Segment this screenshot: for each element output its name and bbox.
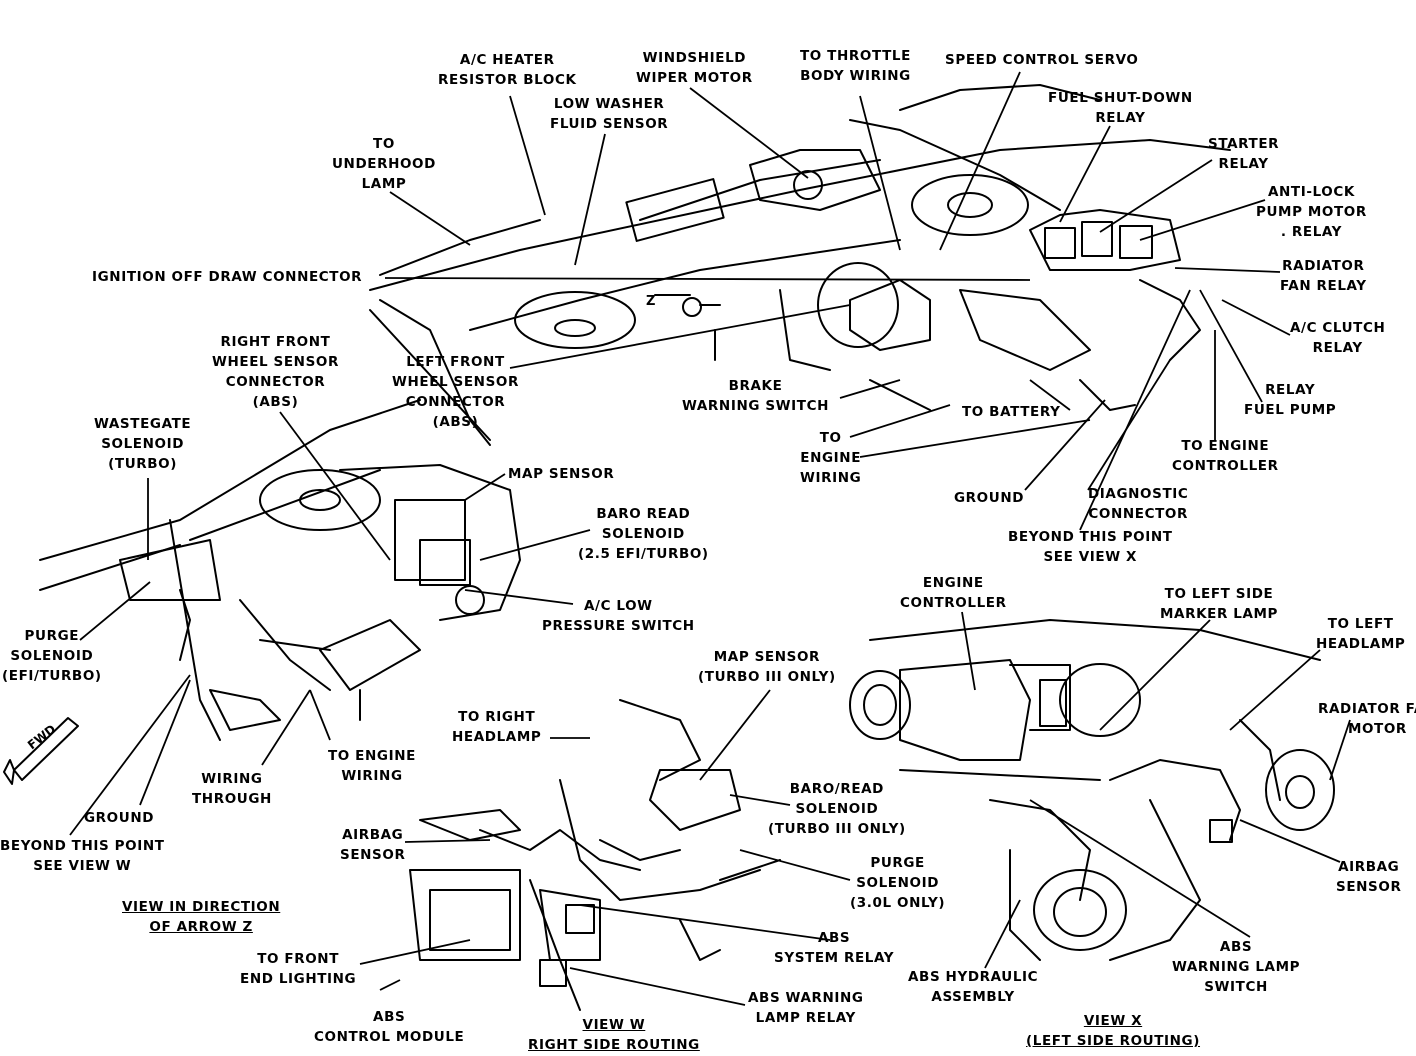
label-engine-controller: ENGINE CONTROLLER	[900, 575, 1007, 611]
label-left-front-wheel-sensor-connector: LEFT FRONT WHEEL SENSOR CONNECTOR (ABS)	[392, 354, 519, 430]
label-ignition-off-draw-connector: IGNITION OFF DRAW CONNECTOR	[92, 269, 363, 285]
label-to-front-end-lighting: TO FRONT END LIGHTING	[240, 951, 357, 987]
label-view-x: VIEW X (LEFT SIDE ROUTING)	[1026, 1013, 1201, 1049]
label-abs-control-module: ABS CONTROL MODULE	[314, 1009, 465, 1045]
label-wiring-through: WIRING THROUGH	[192, 771, 272, 807]
label-to-engine-controller: TO ENGINE CONTROLLER	[1172, 438, 1279, 474]
label-baro-read-solenoid: BARO READ SOLENOID (2.5 EFI/TURBO)	[578, 506, 709, 562]
label-ac-clutch-relay: A/C CLUTCH RELAY	[1290, 320, 1386, 356]
label-to-left-side-marker-lamp: TO LEFT SIDE MARKER LAMP	[1160, 586, 1279, 622]
label-starter-relay: STARTER RELAY	[1208, 136, 1280, 172]
label-airbag-sensor-x: AIRBAG SENSOR	[1336, 859, 1402, 895]
label-abs-warning-lamp-relay: ABS WARNING LAMP RELAY	[748, 990, 864, 1026]
arrow-z-marker: Z	[646, 294, 656, 309]
label-ground-top: GROUND	[954, 490, 1025, 506]
label-to-right-headlamp: TO RIGHT HEADLAMP	[452, 709, 542, 745]
label-baro-read-solenoid-turbo3: BARO/READ SOLENOID (TURBO III ONLY)	[768, 781, 906, 837]
label-to-throttle-body-wiring: TO THROTTLE BODY WIRING	[800, 48, 911, 84]
label-purge-solenoid-efi: PURGE SOLENOID (EFI/TURBO)	[2, 628, 102, 684]
label-low-washer-fluid-sensor: LOW WASHER FLUID SENSOR	[550, 96, 669, 132]
label-wastegate-solenoid: WASTEGATE SOLENOID (TURBO)	[94, 416, 192, 472]
label-brake-warning-switch: BRAKE WARNING SWITCH	[682, 378, 829, 414]
label-to-engine-wiring-top: TO ENGINE WIRING	[800, 430, 862, 486]
label-ac-heater-resistor-block: A/C HEATER RESISTOR BLOCK	[438, 52, 577, 88]
label-windshield-wiper-motor: WINDSHIELD WIPER MOTOR	[636, 50, 753, 86]
label-abs-hydraulic-assembly: ABS HYDRAULIC ASSEMBLY	[908, 969, 1039, 1005]
label-beyond-see-view-w: BEYOND THIS POINT SEE VIEW W	[0, 838, 165, 874]
label-beyond-see-view-x: BEYOND THIS POINT SEE VIEW X	[1008, 529, 1173, 565]
label-diagnostic-connector: DIAGNOSTIC CONNECTOR	[1088, 486, 1189, 522]
fwd-arrow-outline	[3, 717, 79, 785]
label-anti-lock-pump-motor-relay: ANTI-LOCK PUMP MOTOR . RELAY	[1256, 184, 1367, 240]
label-to-engine-wiring-mid: TO ENGINE WIRING	[328, 748, 416, 784]
label-to-battery: TO BATTERY	[962, 404, 1061, 420]
label-to-left-headlamp: TO LEFT HEADLAMP	[1316, 616, 1406, 652]
label-radiator-fan-motor: RADIATOR FAN MOTOR	[1318, 701, 1416, 737]
label-purge-solenoid-30l: PURGE SOLENOID (3.0L ONLY)	[850, 855, 946, 911]
label-map-sensor: MAP SENSOR	[508, 466, 615, 482]
label-radiator-fan-relay: RADIATOR FAN RELAY	[1280, 258, 1367, 294]
view-w-drawing	[409, 699, 781, 1011]
label-abs-system-relay: ABS SYSTEM RELAY	[774, 930, 895, 966]
top-view-drawing	[369, 84, 1231, 446]
label-ac-low-pressure-switch: A/C LOW PRESSURE SWITCH	[542, 598, 695, 634]
label-right-front-wheel-sensor-connector: RIGHT FRONT WHEEL SENSOR CONNECTOR (ABS)	[212, 334, 339, 410]
label-abs-warning-lamp-switch: ABS WARNING LAMP SWITCH	[1172, 939, 1301, 995]
label-speed-control-servo: SPEED CONTROL SERVO	[945, 52, 1139, 68]
label-to-underhood-lamp: TO UNDERHOOD LAMP	[332, 136, 436, 192]
leader-lines	[69, 71, 1351, 1006]
view-z-drawing	[39, 399, 521, 741]
view-x-drawing	[849, 619, 1335, 961]
label-ground-left: GROUND	[84, 810, 155, 826]
label-map-sensor-turbo3: MAP SENSOR (TURBO III ONLY)	[698, 649, 836, 685]
label-view-w: VIEW W RIGHT SIDE ROUTING	[528, 1017, 700, 1053]
label-fuel-shut-down-relay: FUEL SHUT-DOWN RELAY	[1048, 90, 1193, 126]
label-airbag-sensor-w: AIRBAG SENSOR	[340, 827, 406, 863]
label-view-arrow-z: VIEW IN DIRECTION OF ARROW Z	[122, 899, 281, 935]
label-relay-fuel-pump: RELAY FUEL PUMP	[1244, 382, 1337, 418]
